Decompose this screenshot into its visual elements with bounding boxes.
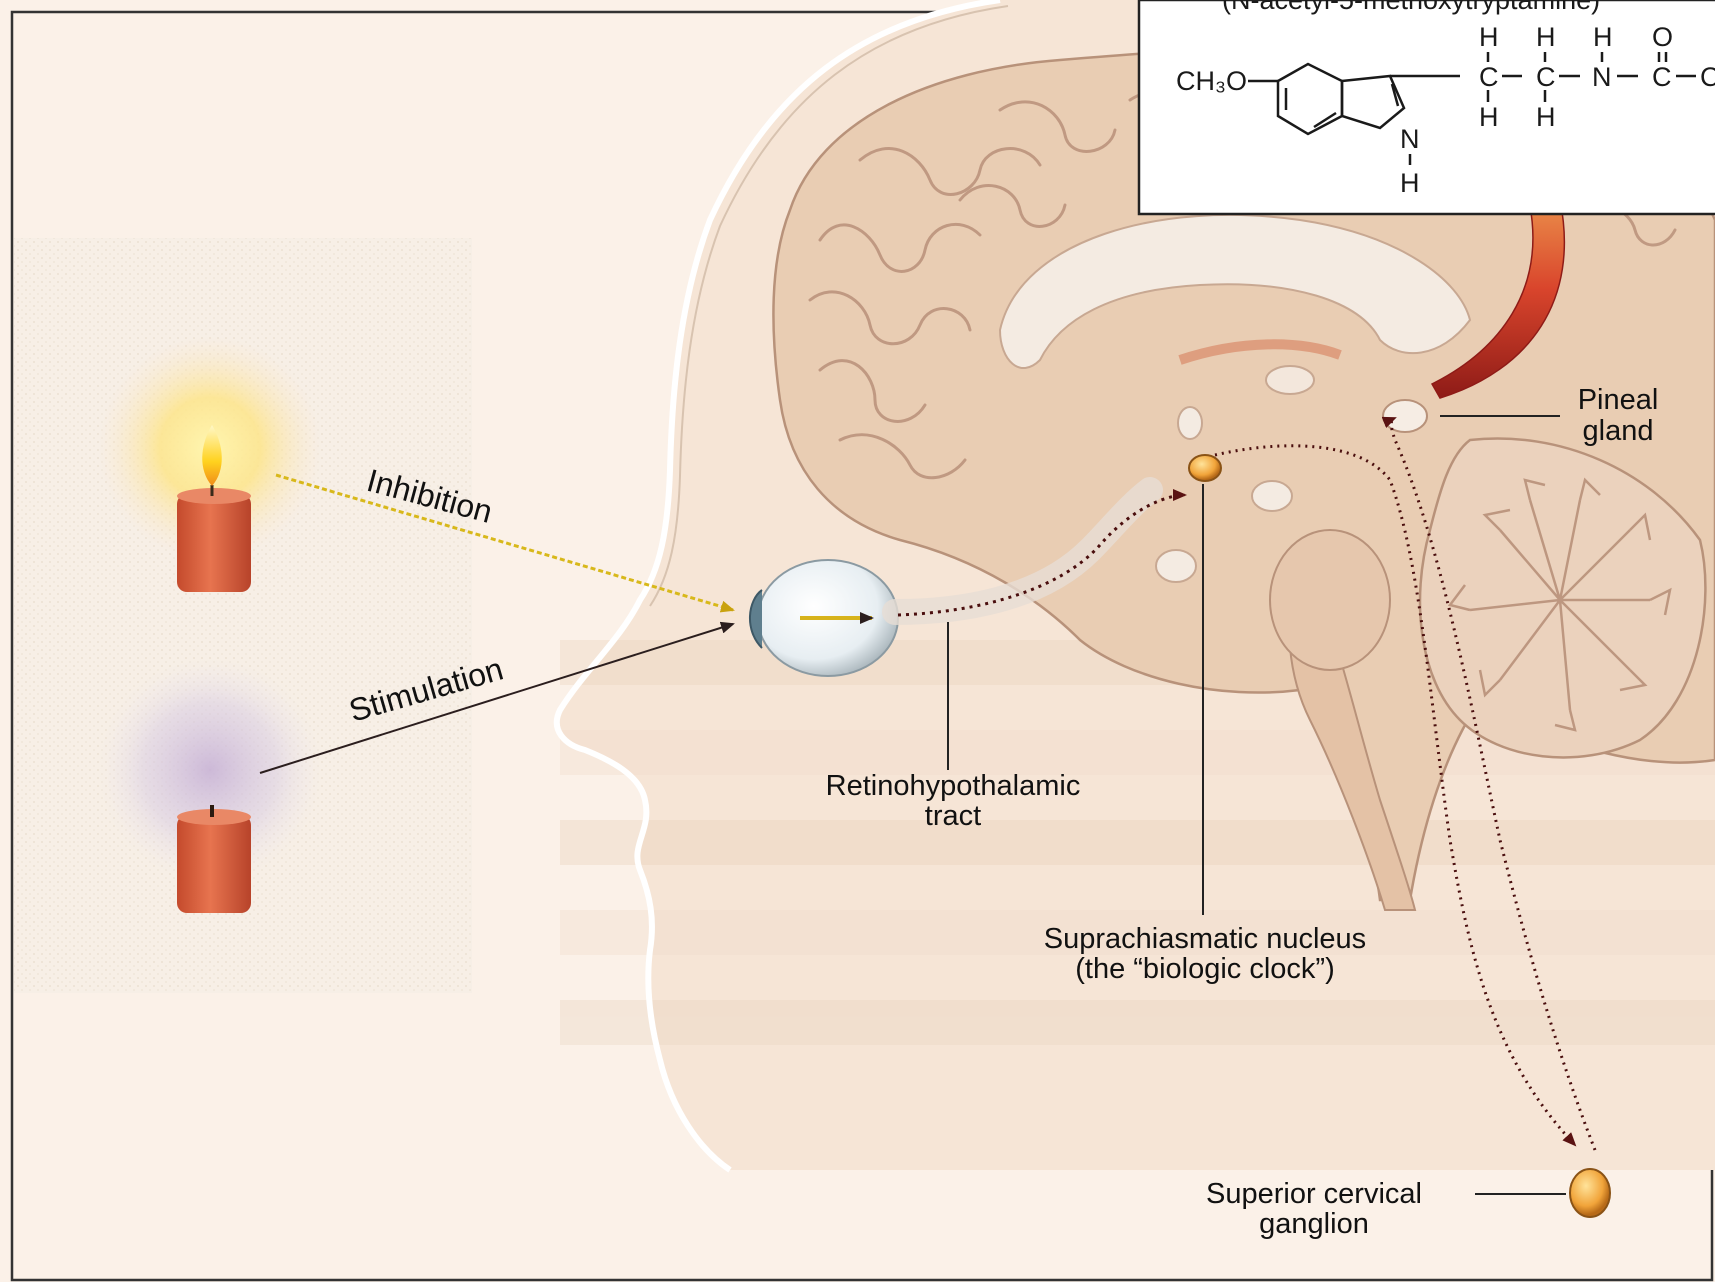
molecule-caption: (N-acetyl-5-methoxytryptamine): [1222, 0, 1600, 15]
svg-text:H: H: [1536, 22, 1556, 52]
pineal-label-line1: Pineal: [1578, 384, 1659, 416]
ganglion-label-line1: Superior cervical: [1206, 1178, 1422, 1210]
superior-cervical-ganglion-node: [1570, 1169, 1610, 1217]
svg-text:H: H: [1479, 102, 1499, 132]
svg-text:N: N: [1592, 62, 1612, 92]
ring-nh-label: H: [1400, 168, 1420, 198]
svg-text:C: C: [1479, 62, 1499, 92]
scn-label-line2: (the “biologic clock”): [1075, 953, 1334, 985]
melatonin-inset: (N-acetyl-5-methoxytryptamine) CH₃O N H …: [1139, 0, 1715, 214]
svg-text:C: C: [1700, 62, 1715, 92]
svg-text:O: O: [1652, 22, 1673, 52]
retinohypothalamic-label-line1: Retinohypothalamic: [826, 770, 1081, 802]
suprachiasmatic-nucleus-node: [1189, 455, 1221, 481]
ch3o-label: CH₃O: [1176, 66, 1247, 96]
ring-n-label: N: [1400, 124, 1420, 154]
svg-text:H: H: [1479, 22, 1499, 52]
svg-text:C: C: [1652, 62, 1672, 92]
ganglion-label-line2: ganglion: [1259, 1208, 1369, 1240]
svg-text:H: H: [1593, 22, 1613, 52]
retinohypothalamic-label-line2: tract: [925, 800, 981, 832]
pineal-label-line2: gland: [1583, 415, 1654, 447]
svg-text:H: H: [1536, 102, 1556, 132]
svg-text:C: C: [1536, 62, 1556, 92]
scn-label-line1: Suprachiasmatic nucleus: [1044, 923, 1366, 955]
